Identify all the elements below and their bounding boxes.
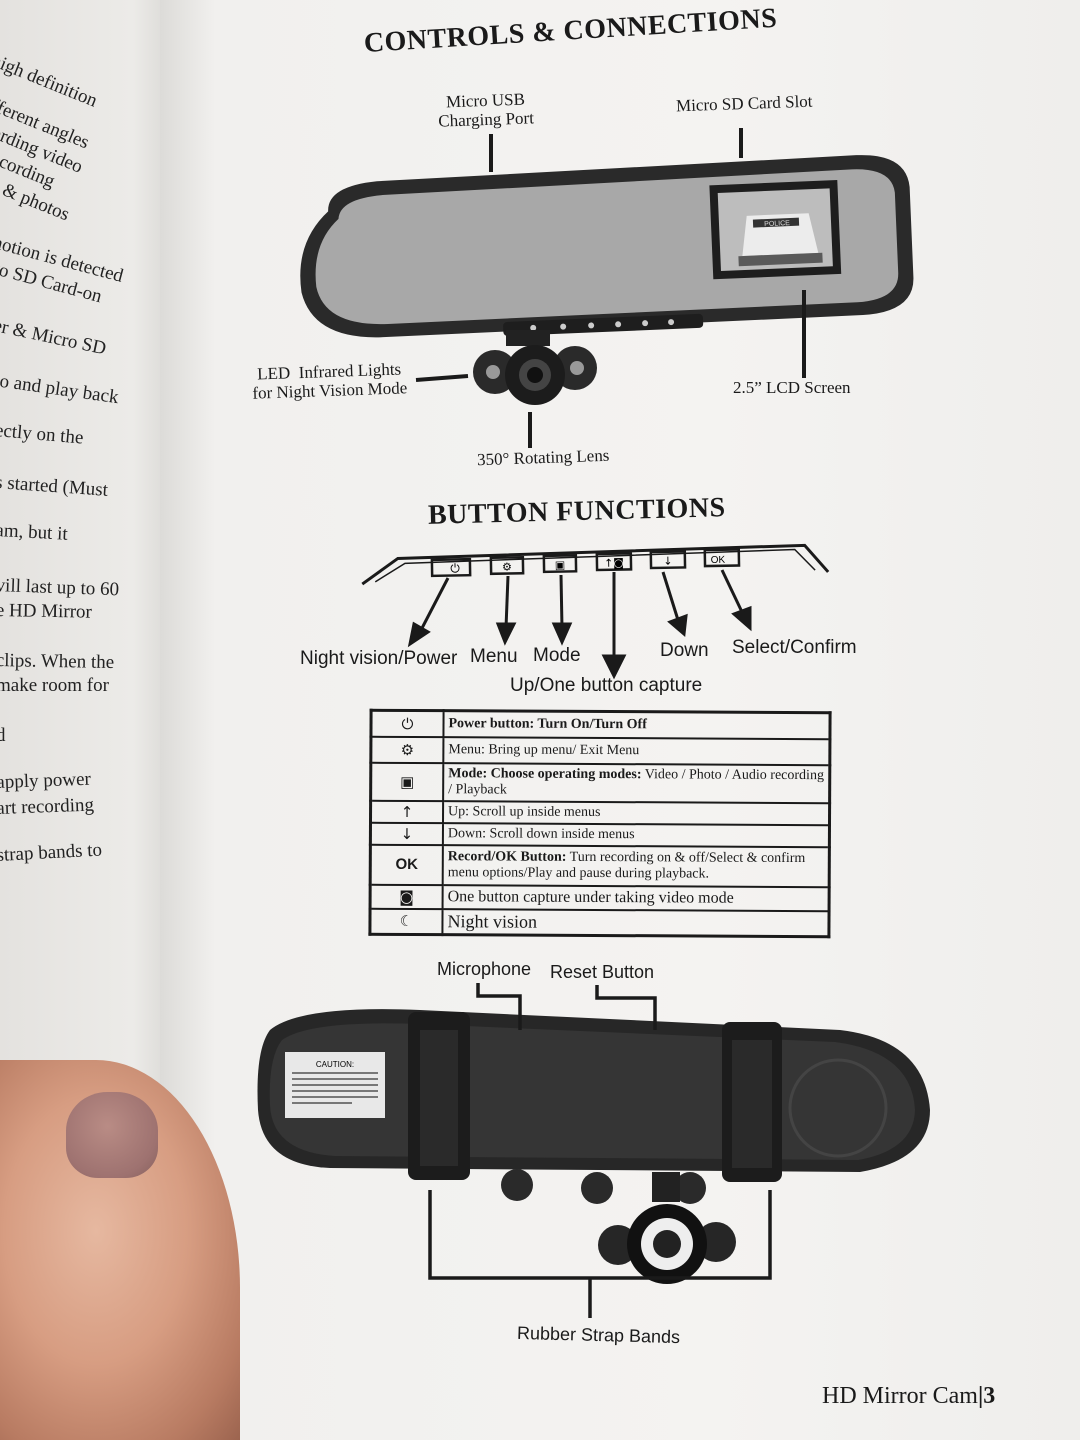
camera-module bbox=[473, 330, 597, 405]
down-label: Down bbox=[660, 640, 709, 661]
table-row: ⚙ Menu: Bring up menu/ Exit Menu bbox=[370, 736, 830, 765]
thumbnail bbox=[66, 1092, 158, 1178]
svg-text:↑◙: ↑◙ bbox=[604, 556, 624, 569]
led-label: LED Infrared Lights for Night Vision Mod… bbox=[252, 359, 408, 403]
rubber-strap-label: Rubber Strap Bands bbox=[516, 1322, 681, 1348]
caution-title: CAUTION: bbox=[316, 1060, 354, 1069]
night-power-label: Night vision/Power bbox=[300, 648, 458, 669]
left-page-line: make room for bbox=[0, 675, 109, 696]
mirror-back: CAUTION: bbox=[257, 1009, 930, 1284]
left-page-line: d bbox=[0, 725, 6, 746]
table-row: ⏻ Power button: Turn On/Turn Off bbox=[370, 710, 831, 739]
power-icon: ⏻ bbox=[370, 710, 444, 737]
page-number: 3 bbox=[983, 1383, 996, 1409]
microphone-label: Microphone bbox=[437, 959, 532, 979]
page-footer: HD Mirror Cam|3 bbox=[822, 1383, 996, 1409]
button-function-table: ⏻ Power button: Turn On/Turn Off ⚙ Menu:… bbox=[368, 708, 832, 938]
up-capture-label: Up/One button capture bbox=[510, 675, 703, 696]
camera-icon: ◙ bbox=[370, 884, 443, 909]
table-row: ◙ One button capture under taking video … bbox=[370, 884, 830, 911]
ok-icon: OK bbox=[370, 844, 443, 885]
police-text: POLICE bbox=[764, 220, 790, 228]
select-label: Select/Confirm bbox=[732, 637, 857, 658]
svg-text:⚙: ⚙ bbox=[502, 560, 512, 573]
footer-title: HD Mirror Cam bbox=[822, 1383, 978, 1409]
svg-text:⏻: ⏻ bbox=[450, 561, 460, 575]
mode-icon: ▣ bbox=[370, 762, 444, 801]
mode-label: Mode bbox=[533, 645, 581, 666]
down-arrow-icon: ↓ bbox=[370, 822, 444, 845]
up-arrow-icon: ↑ bbox=[370, 800, 444, 823]
svg-text:▣: ▣ bbox=[555, 559, 566, 572]
gear-icon: ⚙ bbox=[370, 736, 444, 763]
table-row: ☾ Night vision bbox=[369, 908, 830, 937]
table-row: ↑ Up: Scroll up inside menus bbox=[370, 800, 830, 825]
table-row: OK Record/OK Button: Turn recording on &… bbox=[370, 844, 830, 887]
table-row: ↓ Down: Scroll down inside menus bbox=[370, 822, 830, 847]
moon-icon: ☾ bbox=[369, 908, 443, 935]
table-row: ▣ Mode: Choose operating modes: Video / … bbox=[370, 762, 830, 803]
svg-text:OK: OK bbox=[711, 555, 726, 566]
button-bar: ⏻ ⚙ ▣ ↑◙ ↓ OK bbox=[361, 543, 830, 586]
micro-usb-label: Micro USB Charging Port bbox=[438, 89, 535, 131]
reset-button-label: Reset Button bbox=[550, 962, 655, 982]
svg-text:↓: ↓ bbox=[663, 555, 672, 568]
lcd-label: 2.5” LCD Screen bbox=[733, 378, 851, 397]
menu-label: Menu bbox=[470, 646, 518, 667]
